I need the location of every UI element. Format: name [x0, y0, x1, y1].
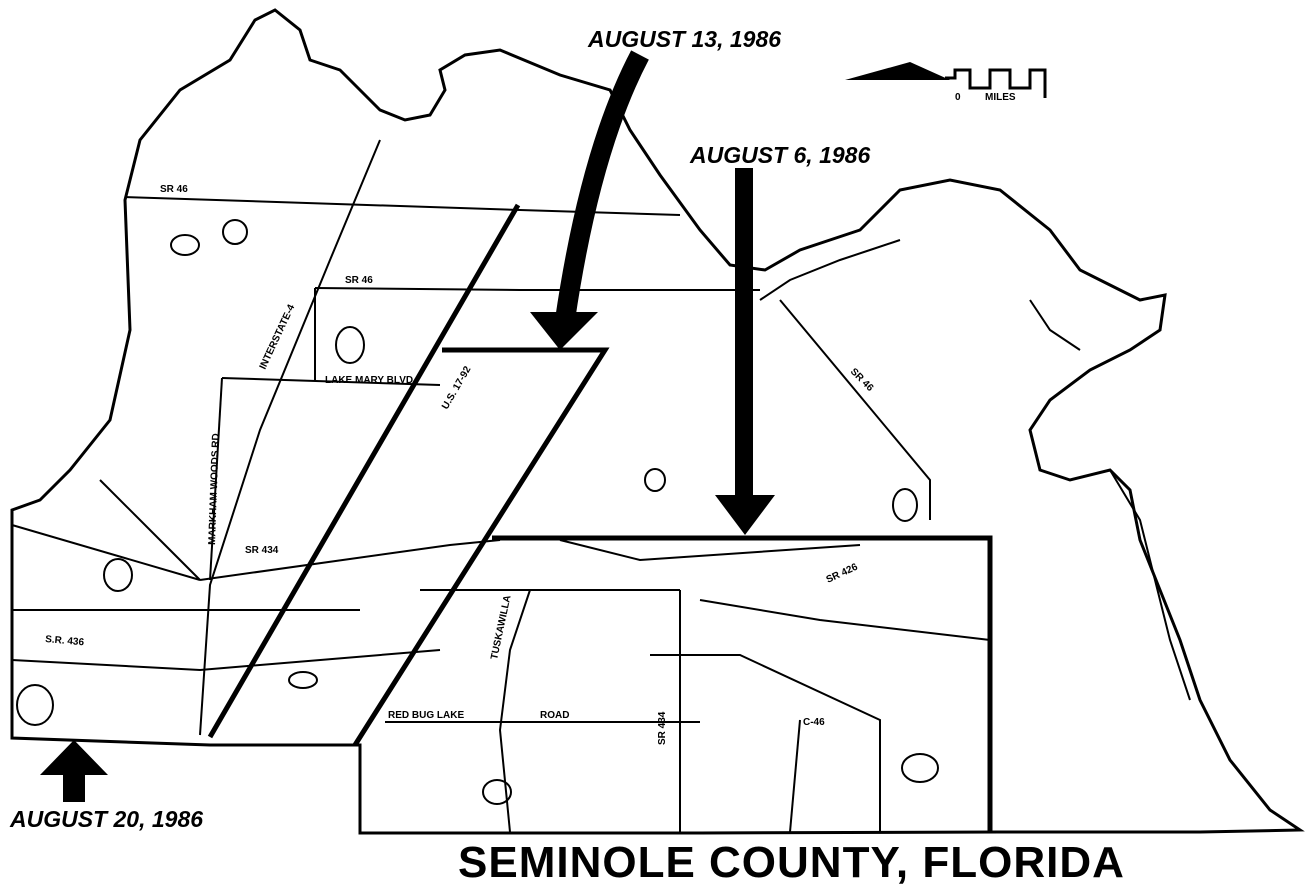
label-interstate4: INTERSTATE-4: [258, 303, 298, 372]
lake-7: [16, 684, 54, 726]
label-sr46-west: SR 46: [160, 184, 188, 195]
county-outline: [10, 8, 1305, 835]
scale-unit: MILES: [985, 92, 1016, 103]
lake-3: [335, 326, 365, 364]
zone-boundaries: [207, 203, 993, 832]
label-road: ROAD: [540, 710, 569, 721]
label-markham: MARKHAM WOODS RD: [207, 433, 222, 545]
label-sr46-east: SR 46: [848, 366, 876, 394]
lake-5: [892, 488, 918, 522]
label-red-bug: RED BUG LAKE: [388, 710, 464, 721]
arrow-aug6: [715, 168, 775, 535]
label-lake-mary: LAKE MARY BLVD: [325, 375, 413, 386]
lake-2: [222, 219, 248, 245]
lake-10: [901, 753, 939, 783]
label-c46: C-46: [803, 717, 825, 728]
road-network: [11, 139, 991, 833]
scale-bar: 0 MILES: [845, 62, 1047, 103]
lake-6: [103, 558, 133, 592]
label-sr434-south: SR 434: [657, 711, 668, 745]
label-sr436: S.R. 436: [45, 634, 85, 648]
arrow-aug20: [40, 740, 108, 802]
lake-1: [170, 234, 200, 256]
river-east: [759, 239, 1191, 701]
map-title: SEMINOLE COUNTY, FLORIDA: [458, 838, 1125, 887]
label-aug20: AUGUST 20, 1986: [10, 806, 204, 832]
scale-zero: 0: [955, 92, 961, 103]
lake-8: [288, 671, 318, 689]
label-us1792: U.S. 17-92: [440, 364, 474, 411]
label-sr434: SR 434: [245, 545, 279, 556]
label-sr426: SR 426: [825, 561, 860, 585]
arrow-aug13: [530, 50, 649, 350]
label-aug13: AUGUST 13, 1986: [588, 26, 782, 52]
label-sr46-mid: SR 46: [345, 275, 373, 286]
lake-9: [482, 779, 512, 805]
label-aug6: AUGUST 6, 1986: [690, 142, 871, 168]
lake-4: [644, 468, 666, 492]
